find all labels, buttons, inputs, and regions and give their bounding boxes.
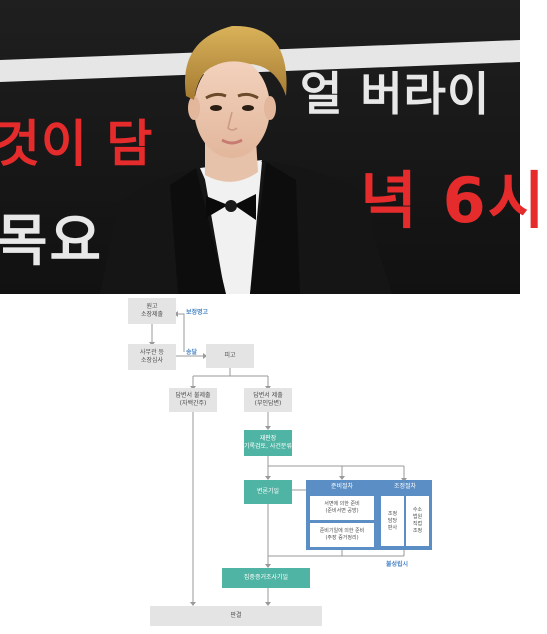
mediation-title: 조정절차 xyxy=(393,483,417,490)
no-answer-text-1: 답변서 불제출 xyxy=(175,392,211,399)
judge-box: 재판장 기록검토, 사건분류 xyxy=(244,430,292,456)
prep-item-1-text-2: (준비서면 공방) xyxy=(325,508,359,514)
verdict-box: 판결 xyxy=(150,606,322,626)
hearing-box: 변론기일 xyxy=(244,480,292,504)
no-answer-box: 답변서 불제출 (자백간주) xyxy=(169,388,217,412)
complaint-text-2: 소장제출 xyxy=(140,311,164,318)
answer-text-1: 답변서 제출 xyxy=(253,392,283,399)
mediation-col-2: 수소 법원 직접 조정 xyxy=(406,496,429,546)
fail-label: 불성립시 xyxy=(386,561,409,568)
prep-item-2: 준비기일에 의한 준비 (주장 증거정리) xyxy=(310,523,374,547)
mediation-col-1: 조정 담당 판사 xyxy=(381,496,404,546)
mediation-col-2-text-3: 직접 xyxy=(412,521,423,527)
mediation-col-1-text-3: 판사 xyxy=(387,524,398,531)
complaint-box: 원고 소장제출 xyxy=(128,298,176,324)
answer-box: 답변서 제출 (부인답변) xyxy=(244,388,292,412)
review-box: 사무관 등 소장심사 xyxy=(128,344,176,370)
press-photo: 얼 버라이 것이 담 녁 6시 목요 xyxy=(0,0,545,294)
service-label: 송달 xyxy=(186,349,198,356)
banner-text-red-right: 녁 6시 xyxy=(360,164,547,237)
banner-text-bottom: 목요 xyxy=(0,209,104,274)
judge-text-2: 기록검토, 사건분류 xyxy=(244,443,292,450)
prep-panel: 준비절차 서면에 의한 준비 (준비서면 공방) 준비기일에 의한 준비 (주장… xyxy=(306,480,378,550)
prep-item-2-text-2: (주장 증거정리) xyxy=(325,535,359,541)
verdict-text: 판결 xyxy=(230,612,242,619)
mediation-col-1-text-1: 조정 xyxy=(387,510,398,517)
mediation-col-2-text-4: 조정 xyxy=(412,528,423,534)
person-figure xyxy=(100,25,392,294)
litigation-flowchart: 보정명고 송달 불성립시 원고 소장제출 사무관 등 소장심사 피고 답변서 불… xyxy=(0,294,520,634)
mediation-panel: 조정절차 조정 담당 판사 수소 법원 직접 조정 xyxy=(378,480,432,550)
defendant-text: 피고 xyxy=(224,352,236,359)
review-text-1: 사무관 등 xyxy=(140,349,164,356)
mediation-col-2-text-1: 수소 xyxy=(412,507,423,513)
mediation-col-1-text-2: 담당 xyxy=(387,517,398,524)
complaint-text-1: 원고 xyxy=(146,303,158,310)
prep-title: 준비절차 xyxy=(330,483,354,490)
banner-text-top: 얼 버라이 xyxy=(300,67,491,121)
intensive-text: 집중증거조사기일 xyxy=(243,574,289,581)
prep-item-2-text-1: 준비기일에 의한 준비 xyxy=(319,528,365,534)
prep-item-1-text-1: 서면에 의한 준비 xyxy=(324,501,360,507)
prep-item-1: 서면에 의한 준비 (준비서면 공방) xyxy=(310,496,374,520)
flow-connectors xyxy=(149,311,407,606)
hearing-text: 변론기일 xyxy=(256,488,280,495)
answer-text-2: (부인답변) xyxy=(254,400,282,407)
judge-text-1: 재판장 xyxy=(259,435,277,442)
intensive-box: 집중증거조사기일 xyxy=(222,568,310,588)
review-text-2: 소장심사 xyxy=(140,357,164,364)
defendant-box: 피고 xyxy=(206,344,254,368)
mediation-col-2-text-2: 법원 xyxy=(412,514,423,520)
banner-text-red-left: 것이 담 xyxy=(0,115,154,173)
no-answer-text-2: (자백간주) xyxy=(179,400,207,407)
order-label: 보정명고 xyxy=(186,309,209,316)
